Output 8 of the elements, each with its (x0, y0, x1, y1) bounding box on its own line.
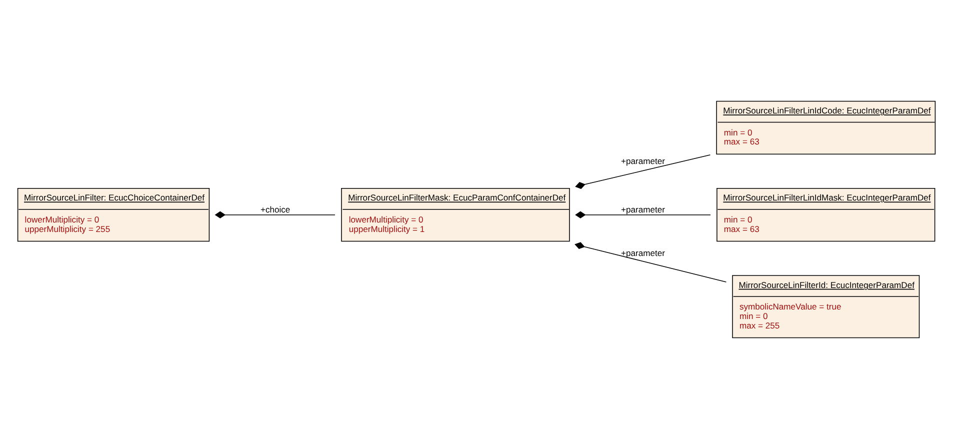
edge-label: +parameter (621, 204, 665, 214)
connector (214, 211, 336, 218)
edge-label: +parameter (621, 248, 665, 258)
connector (574, 242, 727, 282)
edge-label: +choice (260, 204, 290, 214)
connector (575, 211, 711, 218)
connector (575, 154, 711, 190)
edge-label: +parameter (621, 156, 665, 166)
